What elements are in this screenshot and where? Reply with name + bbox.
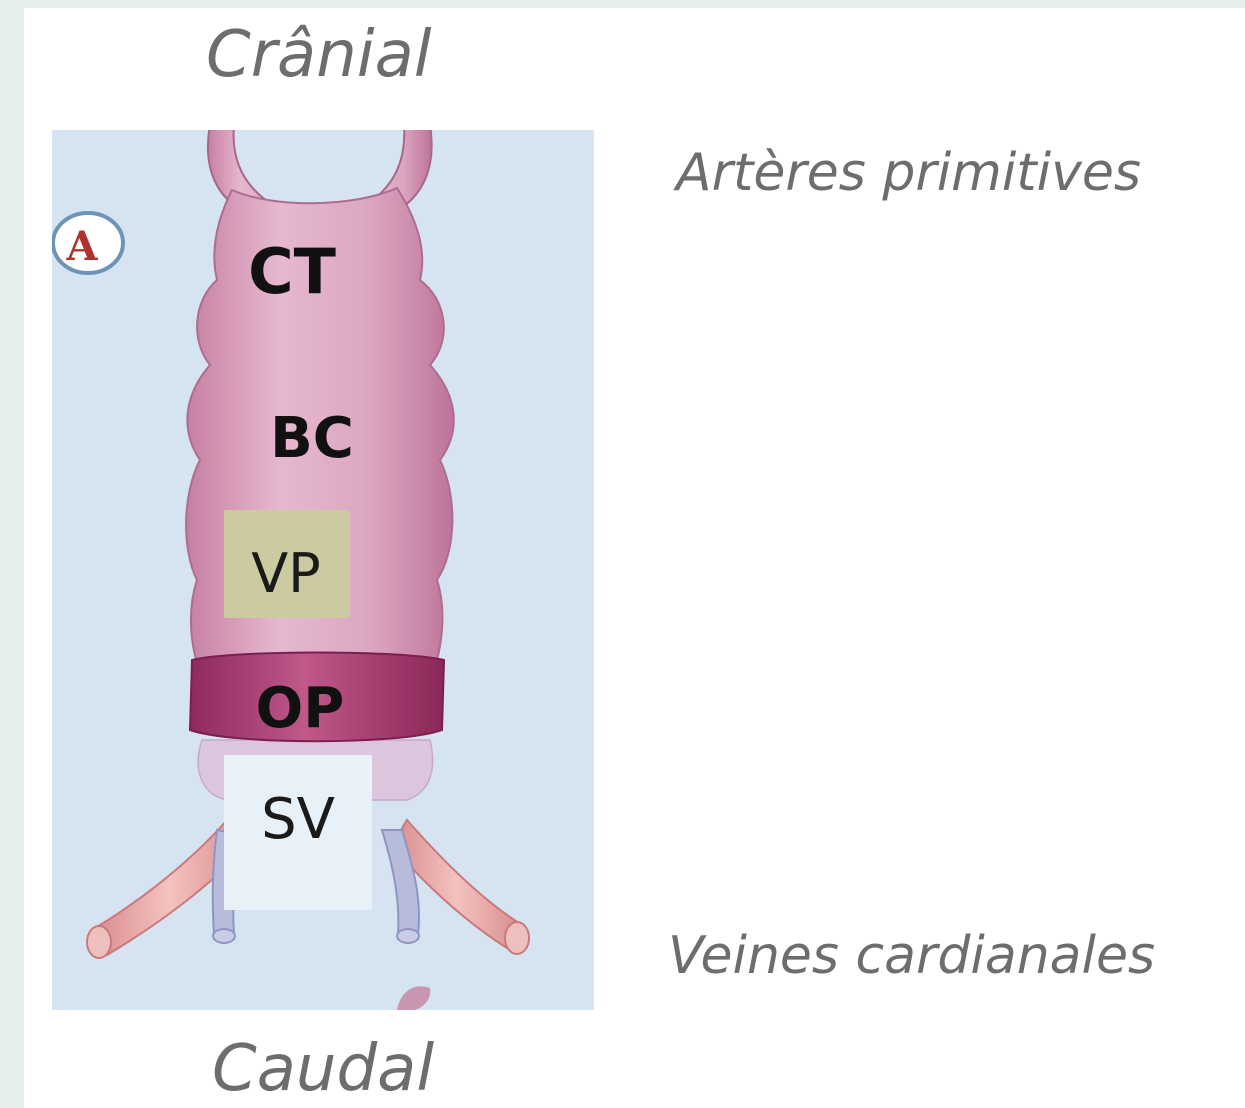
region-label-vp: VP xyxy=(251,542,321,605)
panel-letter: A xyxy=(65,223,98,270)
heart-tube-figure: A CT BC VP OP SV xyxy=(52,130,594,1010)
region-label-ct: CT xyxy=(248,235,336,308)
region-label-bc: BC xyxy=(270,406,354,471)
region-label-sv: SV xyxy=(261,787,335,852)
cranial-label: Crânial xyxy=(206,18,432,92)
caudal-label: Caudal xyxy=(212,1032,434,1106)
veines-cardianales-label: Veines cardianales xyxy=(668,926,1155,986)
heart-tube-diagram: A CT BC VP OP SV xyxy=(52,130,594,1010)
arteres-primitives-label: Artères primitives xyxy=(676,143,1141,203)
region-label-op: OP xyxy=(256,676,345,741)
